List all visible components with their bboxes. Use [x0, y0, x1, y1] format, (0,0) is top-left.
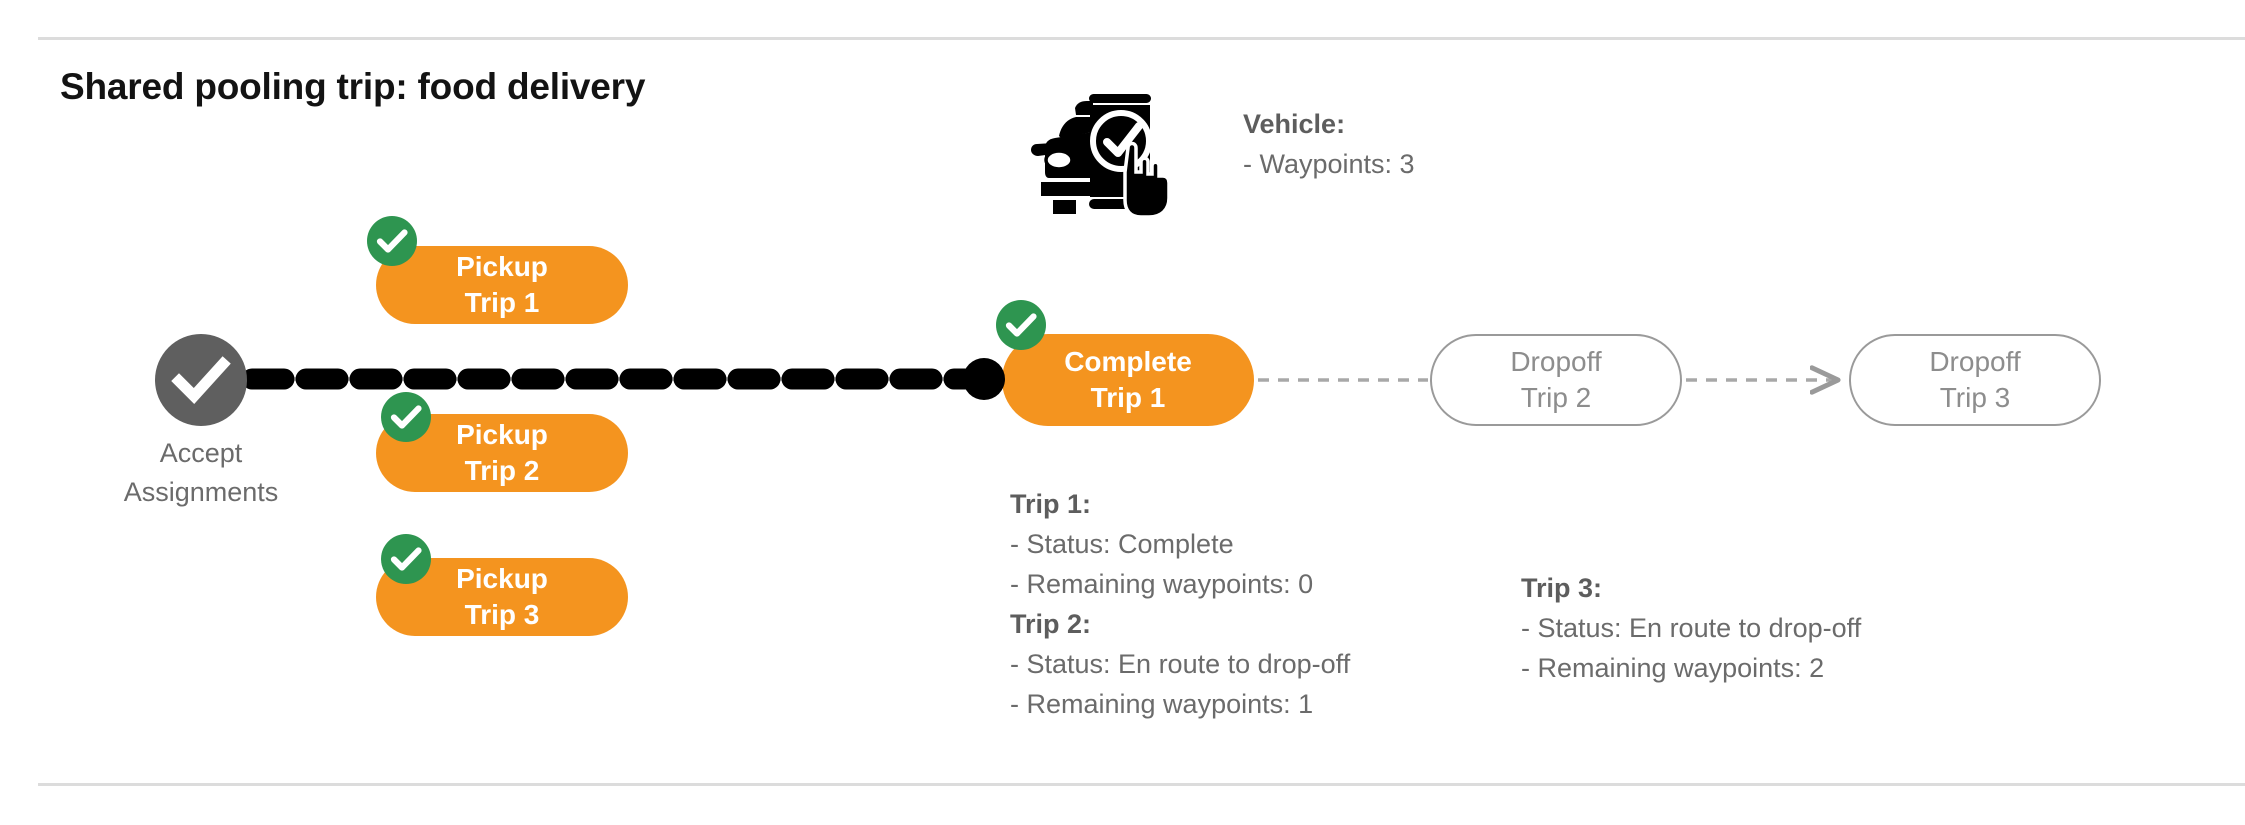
pickup-trip-1-line1: Pickup: [456, 251, 548, 282]
vehicle-waypoints-line: - Waypoints: 3: [1243, 149, 1415, 179]
pickup-trip-3-line1: Pickup: [456, 563, 548, 594]
dropoff-trip-2-line2: Trip 2: [1520, 382, 1592, 413]
route-terminus-dot: [963, 358, 1005, 400]
check-circle-icon: [155, 334, 247, 426]
pickup-trip-1-line2: Trip 1: [464, 287, 540, 318]
vehicle-info-heading: Vehicle:: [1243, 109, 1346, 139]
dropoff-trip-3-node[interactable]: Dropoff Trip 3: [1849, 334, 2101, 426]
pickup-trip-3-line2: Trip 3: [464, 599, 540, 630]
dropoff-trip-2-line1: Dropoff: [1510, 346, 1602, 377]
top-divider: [38, 37, 2245, 40]
pickup-trip-1-node[interactable]: Pickup Trip 1: [376, 246, 628, 324]
vehicle-info-block: Vehicle: - Waypoints: 3: [1243, 104, 1415, 184]
dropoff-trip-3-line2: Trip 3: [1939, 382, 2011, 413]
car-phone-check-icon: [1031, 86, 1181, 219]
dropoff-trip-2-node[interactable]: Dropoff Trip 2: [1430, 334, 1682, 426]
trip-1-heading: Trip 1:: [1010, 489, 1092, 519]
check-badge-icon: [381, 534, 431, 584]
trip-3-waypoints-line: - Remaining waypoints: 2: [1521, 653, 1825, 683]
check-badge-icon: [996, 300, 1046, 350]
trip-1-2-info-block: Trip 1: - Status: Complete - Remaining w…: [1010, 484, 1350, 724]
bottom-divider: [38, 783, 2245, 786]
check-badge-icon: [381, 392, 431, 442]
page-title: Shared pooling trip: food delivery: [60, 66, 646, 107]
trip-3-info-block: Trip 3: - Status: En route to drop-off -…: [1521, 568, 1861, 688]
trip-3-status-line: - Status: En route to drop-off: [1521, 613, 1862, 643]
trip-1-waypoints-line: - Remaining waypoints: 0: [1010, 569, 1314, 599]
trip-2-heading: Trip 2:: [1010, 609, 1092, 639]
complete-trip-1-line1: Complete: [1064, 346, 1192, 377]
trip-2-status-line: - Status: En route to drop-off: [1010, 649, 1351, 679]
accept-label-line2: Assignments: [123, 477, 279, 507]
accept-label-line1: Accept: [159, 438, 243, 468]
pickup-trip-2-line1: Pickup: [456, 419, 548, 450]
accept-assignments-node[interactable]: Accept Assignments: [124, 334, 278, 507]
accept-assignments-label: Accept Assignments: [85, 434, 317, 512]
trip-3-heading: Trip 3:: [1521, 573, 1603, 603]
complete-trip-1-node[interactable]: Complete Trip 1: [1002, 334, 1254, 426]
trip-2-waypoints-line: - Remaining waypoints: 1: [1010, 689, 1314, 719]
pickup-trip-2-line2: Trip 2: [464, 455, 540, 486]
complete-trip-1-line2: Trip 1: [1090, 382, 1166, 413]
check-badge-icon: [367, 216, 417, 266]
trip-1-status-line: - Status: Complete: [1010, 529, 1234, 559]
dropoff-trip-3-line1: Dropoff: [1929, 346, 2021, 377]
